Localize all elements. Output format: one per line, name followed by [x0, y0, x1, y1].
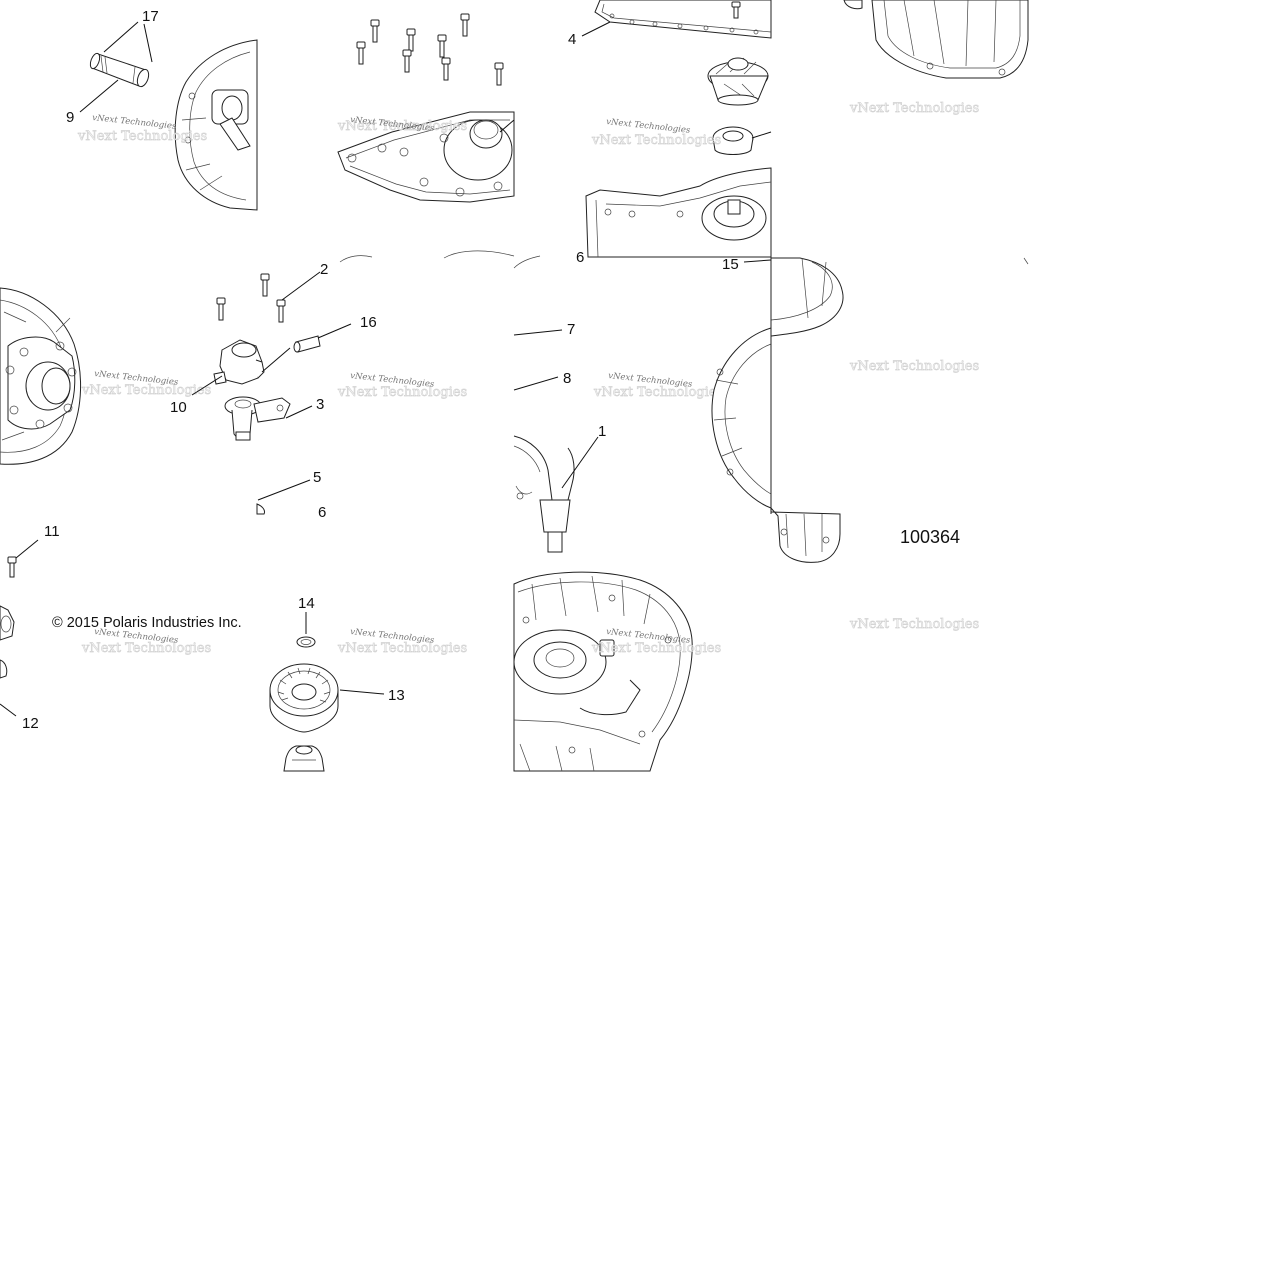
tile-top-left: 17 9 vNext Technologies vNext Technologi…: [66, 8, 258, 211]
watermark-outline: vNext Technologies: [81, 641, 211, 656]
tile-top-mid-right: 4 vNext Technologies vNext Technologies: [568, 0, 772, 258]
housing-fragment-4: [770, 257, 844, 563]
callout-2: 2: [320, 261, 328, 278]
callout-12: 12: [22, 715, 39, 732]
bolt-small: [731, 1, 741, 19]
watermark-outline: vNext Technologies: [337, 385, 467, 400]
cover-assembly-front: [0, 287, 81, 465]
callout-6-b: 6: [576, 249, 584, 266]
tile-center: 2 16 10 3 5 6 vNext Technologies vNext T…: [170, 250, 515, 521]
callout-11: 11: [44, 523, 60, 540]
housing-fragment-2: [585, 167, 772, 258]
tile-bottom-mid-right: vNext Technologies vNext Technologies: [513, 571, 721, 772]
watermark-outline: vNext Technologies: [77, 129, 207, 144]
callout-8: 8: [563, 370, 571, 387]
gasket-part-4: [594, 0, 772, 39]
callout-5: 5: [313, 469, 321, 486]
tile-right: 15 100364 vNext Technologies vNext Techn…: [722, 256, 1029, 632]
bolts: [356, 13, 504, 86]
fitting-part-16: [293, 335, 321, 353]
callout-3: 3: [316, 396, 324, 413]
watermark-outline: vNext Technologies: [593, 385, 723, 400]
tile-bottom-center: 14 13 vNext Technologies vNext Technolog…: [269, 595, 467, 772]
watermark-outline: vNext Technologies: [81, 383, 211, 398]
callout-14: 14: [298, 595, 315, 612]
watermark-outline: vNext Technologies: [849, 617, 979, 632]
o-ring-part-14: [296, 636, 316, 648]
figure-number: 100364: [900, 527, 960, 547]
callout-1: 1: [598, 423, 606, 440]
tile-mid-left: vNext Technologies vNext Technologies: [0, 287, 211, 465]
watermark-outline: vNext Technologies: [849, 359, 979, 374]
callout-7: 7: [567, 321, 575, 338]
copyright: © 2015 Polaris Industries Inc.: [52, 615, 242, 631]
drive-hub-part-1: [513, 435, 575, 553]
callout-6: 6: [318, 504, 326, 521]
bolt-part-11: [7, 556, 17, 578]
bolt-2a: [260, 273, 270, 297]
tile-mid-right: 6 7 8 1 vNext Technologies vNext Technol…: [513, 249, 772, 553]
watermark-outline: vNext Technologies: [337, 641, 467, 656]
crankcase-housing: [513, 571, 693, 772]
callout-4: 4: [568, 31, 576, 48]
water-pump-cover: [337, 111, 515, 203]
gear-part-13: [269, 663, 339, 733]
housing-fragment-3: [843, 0, 1029, 79]
bolt-2b: [276, 299, 286, 323]
watermark-outline: vNext Technologies: [591, 641, 721, 656]
callout-16: 16: [360, 314, 377, 331]
callout-10: 10: [170, 399, 187, 416]
tile-bottom-left: 11 12 © 2015 Polaris Industries Inc. vNe…: [0, 523, 242, 732]
callout-17: 17: [142, 8, 159, 25]
tile-top-right: vNext Technologies: [843, 0, 1029, 116]
shaft-part: [283, 745, 325, 772]
housing-fragment-1: [174, 39, 258, 211]
callout-15: 15: [722, 256, 739, 273]
thermostat-housing-part-10: [213, 339, 265, 385]
callout-9: 9: [66, 109, 74, 126]
callout-13: 13: [388, 687, 405, 704]
bolt-2c: [216, 297, 226, 321]
impeller: [707, 57, 769, 106]
watermark-outline: vNext Technologies: [591, 133, 721, 148]
seal: [712, 126, 754, 155]
coolant-pipe-part-9: [89, 52, 150, 88]
watermark-outline: vNext Technologies: [849, 101, 979, 116]
thermostat-part-3: [224, 396, 291, 441]
tile-top-mid-left: vNext Technologies vNext Technologies: [337, 13, 515, 203]
watermark-outline: vNext Technologies: [337, 119, 467, 134]
